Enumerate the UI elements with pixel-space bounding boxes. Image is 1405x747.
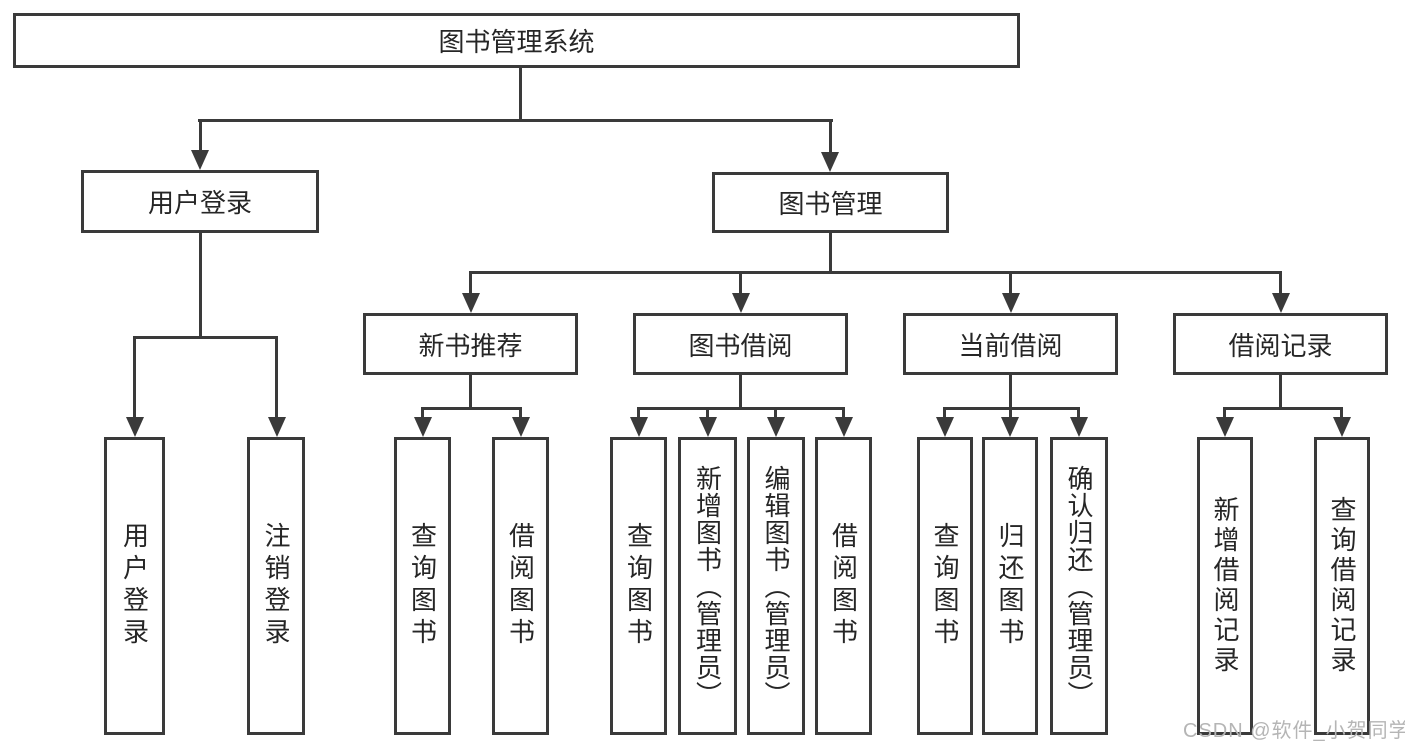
csdn-watermark: CSDN @软件_小贺同学	[1183, 720, 1405, 742]
arrowhead-g1-query-book	[414, 417, 432, 437]
connector-g2-bar	[637, 407, 845, 410]
arrowhead-g3-confirm-return	[1070, 417, 1088, 437]
leaf-query-book-3: 查询图书	[917, 437, 973, 735]
node-user-login: 用户登录	[81, 170, 319, 233]
leaf-borrow-book-2: 借阅图书	[815, 437, 872, 735]
connector-g4-a2-line	[1340, 407, 1343, 419]
node-book-management: 图书管理	[712, 172, 949, 233]
leaf-user-login: 用户登录	[104, 437, 165, 735]
connector-arrow-current-borrow-line	[1009, 271, 1012, 295]
connector-arrow-book-borrow-line	[739, 271, 742, 295]
node-book-borrow-label: 图书借阅	[688, 330, 793, 361]
connector-arrow-book-mgmt-line	[828, 119, 832, 154]
leaf-query-book-2-label: 查询图书	[623, 522, 654, 650]
node-new-book-recommend: 新书推荐	[363, 313, 578, 375]
arrowhead-book-mgmt	[821, 152, 839, 172]
arrowhead-g4-add-record	[1216, 417, 1234, 437]
arrowhead-g2-borrow-book	[835, 417, 853, 437]
connector-g3-a1-line	[943, 407, 946, 419]
node-book-borrow: 图书借阅	[633, 313, 848, 375]
arrowhead-leaf-login	[126, 417, 144, 437]
connector-level2-bar	[198, 119, 833, 122]
leaf-query-book-2: 查询图书	[610, 437, 667, 735]
arrowhead-g4-query-record	[1333, 417, 1351, 437]
leaf-edit-book-admin: 编辑图书（管理员）	[747, 437, 805, 735]
connector-g2-a3-line	[774, 407, 777, 419]
leaf-add-book-admin-label: 新增图书（管理员）	[692, 464, 723, 708]
leaf-return-book: 归还图书	[982, 437, 1038, 735]
arrowhead-g1-borrow-book	[512, 417, 530, 437]
connector-g1-stem	[469, 375, 472, 407]
leaf-query-book-3-label: 查询图书	[930, 522, 960, 650]
connector-g1-a1-line	[421, 407, 424, 419]
connector-arrow-new-book-line	[469, 271, 472, 295]
connector-g2-a2-line	[706, 407, 709, 419]
arrowhead-borrow-records	[1272, 293, 1290, 313]
node-borrow-records-label: 借阅记录	[1228, 330, 1333, 361]
arrowhead-g3-return-book	[1001, 417, 1019, 437]
leaf-confirm-return-admin: 确认归还（管理员）	[1050, 437, 1108, 735]
node-root-label: 图书管理系统	[438, 27, 595, 57]
arrowhead-g2-add-book	[699, 417, 717, 437]
connector-g1-a2-line	[519, 407, 522, 419]
connector-g2-a4-line	[842, 407, 845, 419]
leaf-add-borrow-record: 新增借阅记录	[1197, 437, 1253, 735]
leaf-confirm-return-admin-label: 确认归还（管理员）	[1064, 464, 1094, 708]
connector-level3-bar	[469, 271, 1282, 274]
arrowhead-current-borrow	[1002, 293, 1020, 313]
connector-user-login-bar	[133, 336, 278, 339]
leaf-return-book-label: 归还图书	[995, 522, 1025, 650]
connector-book-mgmt-stem	[828, 233, 832, 271]
leaf-query-borrow-record: 查询借阅记录	[1314, 437, 1370, 735]
node-new-book-recommend-label: 新书推荐	[418, 330, 523, 361]
connector-g3-stem	[1009, 375, 1012, 407]
connector-g4-a1-line	[1223, 407, 1226, 419]
connector-g4-bar	[1223, 407, 1343, 410]
leaf-borrow-book-1: 借阅图书	[492, 437, 549, 735]
leaf-logout: 注销登录	[247, 437, 305, 735]
leaf-add-book-admin: 新增图书（管理员）	[678, 437, 737, 735]
leaf-borrow-book-2-label: 借阅图书	[828, 522, 859, 650]
arrowhead-user-login	[191, 150, 209, 170]
leaf-query-book-1: 查询图书	[394, 437, 451, 735]
arrowhead-g2-edit-book	[767, 417, 785, 437]
connector-arrow-leaf-logout-line	[275, 336, 278, 419]
leaf-user-login-label: 用户登录	[119, 522, 150, 650]
arrowhead-g3-query-book	[936, 417, 954, 437]
arrowhead-g2-query-book	[630, 417, 648, 437]
leaf-edit-book-admin-label: 编辑图书（管理员）	[761, 464, 791, 708]
arrowhead-book-borrow	[732, 293, 750, 313]
leaf-logout-label: 注销登录	[261, 522, 291, 650]
connector-g3-a3-line	[1077, 407, 1080, 419]
connector-g2-a1-line	[637, 407, 640, 419]
connector-arrow-leaf-login-line	[133, 336, 136, 419]
connector-g4-stem	[1279, 375, 1282, 407]
connector-g1-bar	[421, 407, 522, 410]
node-current-borrow: 当前借阅	[903, 313, 1118, 375]
node-borrow-records: 借阅记录	[1173, 313, 1388, 375]
leaf-borrow-book-1-label: 借阅图书	[505, 522, 536, 650]
node-book-management-label: 图书管理	[778, 189, 883, 219]
connector-root-stem	[519, 68, 522, 119]
leaf-query-book-1-label: 查询图书	[407, 522, 438, 650]
connector-g2-stem	[739, 375, 742, 407]
leaf-query-borrow-record-label: 查询借阅记录	[1327, 496, 1357, 676]
node-current-borrow-label: 当前借阅	[958, 330, 1063, 361]
connector-g3-a2-line	[1009, 407, 1012, 419]
connector-user-login-stem	[198, 233, 202, 336]
node-user-login-label: 用户登录	[147, 188, 252, 218]
leaf-add-borrow-record-label: 新增借阅记录	[1210, 496, 1240, 676]
arrowhead-leaf-logout	[268, 417, 286, 437]
node-root: 图书管理系统	[13, 13, 1020, 68]
connector-arrow-user-login-line	[198, 119, 202, 152]
arrowhead-new-book	[462, 293, 480, 313]
connector-arrow-borrow-records-line	[1279, 271, 1282, 295]
